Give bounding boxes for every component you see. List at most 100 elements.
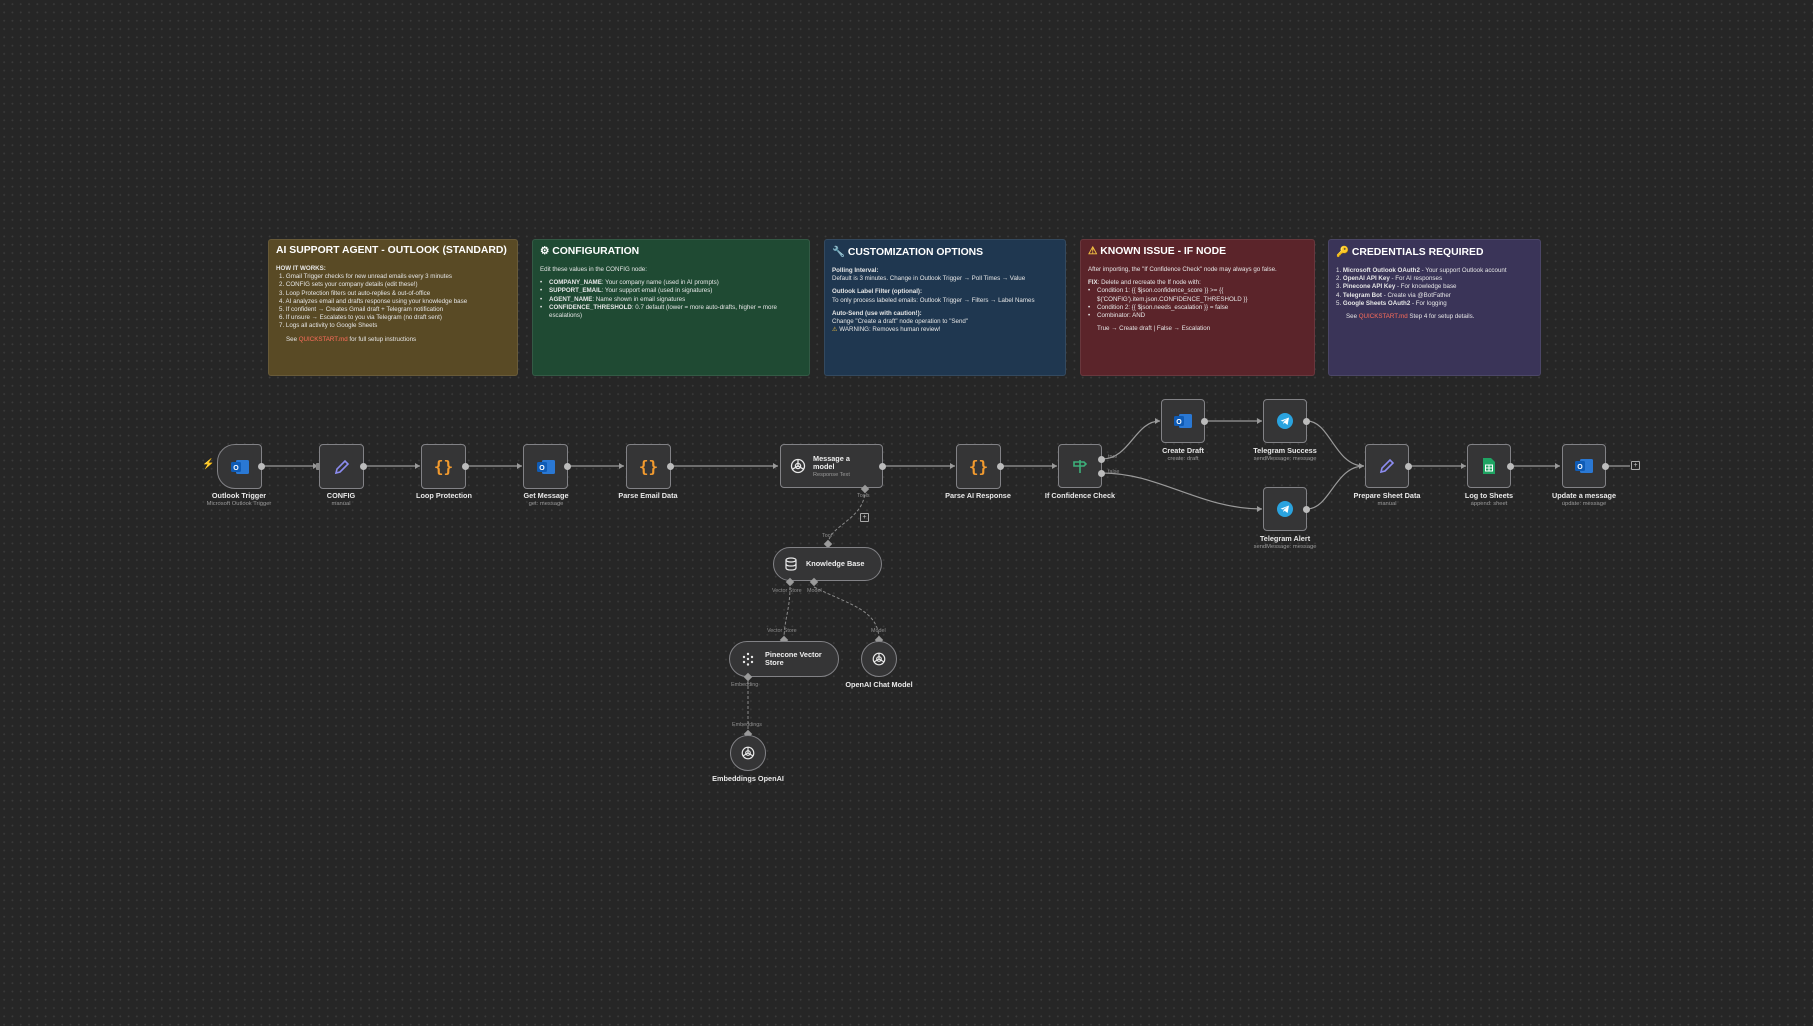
sticky-note-configuration[interactable]: ⚙ CONFIGURATION Edit these values in the… (532, 239, 810, 376)
node-create-draft[interactable]: O (1161, 399, 1205, 443)
node-embeddings-openai[interactable] (730, 735, 766, 771)
node-loop-protection[interactable]: {} (421, 444, 466, 489)
output-port[interactable] (1303, 418, 1310, 425)
node-config[interactable] (319, 444, 364, 489)
text: See (1346, 313, 1359, 321)
text: AGENT_NAME (549, 295, 593, 303)
port-label-false: false (1108, 469, 1120, 475)
output-port[interactable] (667, 463, 674, 470)
text: Condition 2: {{ $json.needs_escalation }… (1097, 303, 1229, 311)
output-port[interactable] (1405, 463, 1412, 470)
output-port[interactable] (462, 463, 469, 470)
sticky-text: 7. Logs all activity to Google Sheets (279, 322, 378, 330)
sticky-text: $('CONFIG').item.json.CONFIDENCE_THRESHO… (1097, 295, 1248, 303)
output-port[interactable] (1602, 463, 1609, 470)
svg-text:O: O (1176, 419, 1182, 426)
sticky-text: 6. If unsure → Escalates to you via Tele… (279, 314, 442, 322)
input-port[interactable] (316, 463, 320, 470)
node-label: CONFIG (326, 491, 356, 500)
quickstart-link[interactable]: QUICKSTART.md (1358, 313, 1408, 321)
node-label: Prepare Sheet Data (1353, 491, 1421, 500)
text: CONFIGURATION (552, 246, 640, 257)
sticky-text: 4. AI analyzes email and drafts response… (279, 297, 468, 305)
node-subtitle: sendMessage: message (1253, 456, 1317, 462)
node-if-confidence-check[interactable] (1058, 444, 1102, 488)
output-port[interactable] (1303, 506, 1310, 513)
quickstart-link[interactable]: QUICKSTART.md (298, 335, 348, 343)
openai-icon (790, 458, 806, 474)
sticky-title: ⚠ KNOWN ISSUE - IF NODE (1088, 245, 1307, 257)
node-telegram-success[interactable] (1263, 399, 1307, 443)
text: CREDENTIALS REQUIRED (1351, 247, 1484, 258)
node-parse-ai-response[interactable]: {} (956, 444, 1001, 489)
svg-text:O: O (539, 465, 545, 472)
output-port[interactable] (1507, 463, 1514, 470)
output-port[interactable] (879, 463, 886, 470)
node-get-message[interactable]: O (523, 444, 568, 489)
text: Microsoft Outlook OAuth2 (1342, 267, 1420, 274)
output-port[interactable] (1201, 418, 1208, 425)
output-port[interactable] (997, 463, 1004, 470)
sticky-text: See QUICKSTART.md Step 4 for setup detai… (1336, 313, 1533, 321)
node-update-a-message[interactable]: O (1562, 444, 1606, 488)
edge-kb-chat (813, 586, 880, 641)
gear-icon: ⚙ (540, 246, 550, 257)
node-label: Embeddings OpenAI (712, 774, 784, 783)
if-signpost-icon (1073, 460, 1088, 473)
node-knowledge-base[interactable]: Knowledge Base (773, 547, 882, 581)
sticky-note-known-issue[interactable]: ⚠ KNOWN ISSUE - IF NODE After importing,… (1080, 239, 1315, 376)
sticky-title: 🔧 CUSTOMIZATION OPTIONS (832, 245, 1058, 258)
text: Condition 1: {{ $json.confidence_score }… (1097, 287, 1224, 295)
output-port-false[interactable] (1098, 470, 1105, 477)
openai-icon (872, 652, 886, 666)
node-prepare-sheet-data[interactable] (1365, 444, 1409, 488)
wrench-icon: 🔧 (832, 247, 845, 258)
node-outlook-trigger[interactable]: O (217, 444, 262, 489)
text: Telegram Bot (1342, 291, 1382, 299)
node-subtitle: Microsoft Outlook Trigger (206, 501, 272, 507)
text: : Your company name (used in AI prompts) (601, 279, 719, 287)
sticky-text: •Condition 1: {{ $json.confidence_score … (1088, 287, 1224, 295)
node-label: Log to Sheets (1464, 491, 1514, 500)
sticky-text: •COMPANY_NAME: Your company name (used i… (540, 279, 719, 287)
node-label: Create Draft (1162, 446, 1204, 455)
node-log-to-sheets[interactable] (1467, 444, 1511, 488)
sticky-text: 5. Google Sheets OAuth2 - For logging (1336, 299, 1447, 307)
text: Google Sheets OAuth2 (1342, 299, 1411, 307)
node-subtitle: sendMessage: message (1253, 544, 1317, 550)
edge-success-prepare (1306, 420, 1365, 467)
sticky-note-overview[interactable]: AI SUPPORT AGENT - OUTLOOK (STANDARD) HO… (268, 239, 518, 376)
text: KNOWN ISSUE - IF NODE (1100, 246, 1227, 257)
output-port[interactable] (258, 463, 265, 470)
sticky-title: AI SUPPORT AGENT - OUTLOOK (STANDARD) (276, 245, 507, 256)
node-label: Parse Email Data (618, 491, 678, 500)
node-pinecone-vector-store[interactable]: Pinecone Vector Store (729, 641, 839, 677)
add-tool-button[interactable]: + (860, 513, 869, 522)
sticky-text: 3. Pinecone API Key - For knowledge base (1336, 283, 1457, 291)
port-label-tools: Tools (857, 493, 870, 499)
node-parse-email-data[interactable]: {} (626, 444, 671, 489)
sticky-text: •Combinator: AND (1088, 312, 1146, 320)
output-port[interactable] (360, 463, 367, 470)
sticky-text: •AGENT_NAME: Name shown in email signatu… (540, 295, 686, 303)
node-telegram-alert[interactable] (1263, 487, 1307, 531)
text: - Create via @BotFather (1381, 291, 1451, 299)
add-node-button[interactable]: + (1631, 461, 1640, 470)
output-port[interactable] (564, 463, 571, 470)
node-label: Update a message (1551, 491, 1617, 500)
node-openai-chat-model[interactable] (861, 641, 897, 677)
sticky-note-customization[interactable]: 🔧 CUSTOMIZATION OPTIONS Polling Interval… (824, 239, 1066, 376)
node-subtitle: manual (1377, 501, 1397, 507)
sticky-text: 2. OpenAI API Key - For AI responses (1336, 275, 1443, 283)
sticky-note-credentials[interactable]: 🔑 CREDENTIALS REQUIRED 1. Microsoft Outl… (1328, 239, 1541, 376)
sticky-text: True → Create draft | False → Escalation (1097, 325, 1211, 333)
output-port-true[interactable] (1098, 456, 1105, 463)
text: WARNING: Removes human review! (839, 326, 941, 334)
node-message-a-model[interactable]: Message a model Response Text (780, 444, 883, 488)
node-label: OpenAI Chat Model (845, 680, 913, 689)
port-label-tool: Tool (822, 533, 832, 539)
text: - For AI responses (1389, 275, 1443, 283)
sticky-text: Edit these values in the CONFIG node: (540, 266, 647, 273)
text: CONFIDENCE_THRESHOLD (549, 303, 632, 311)
